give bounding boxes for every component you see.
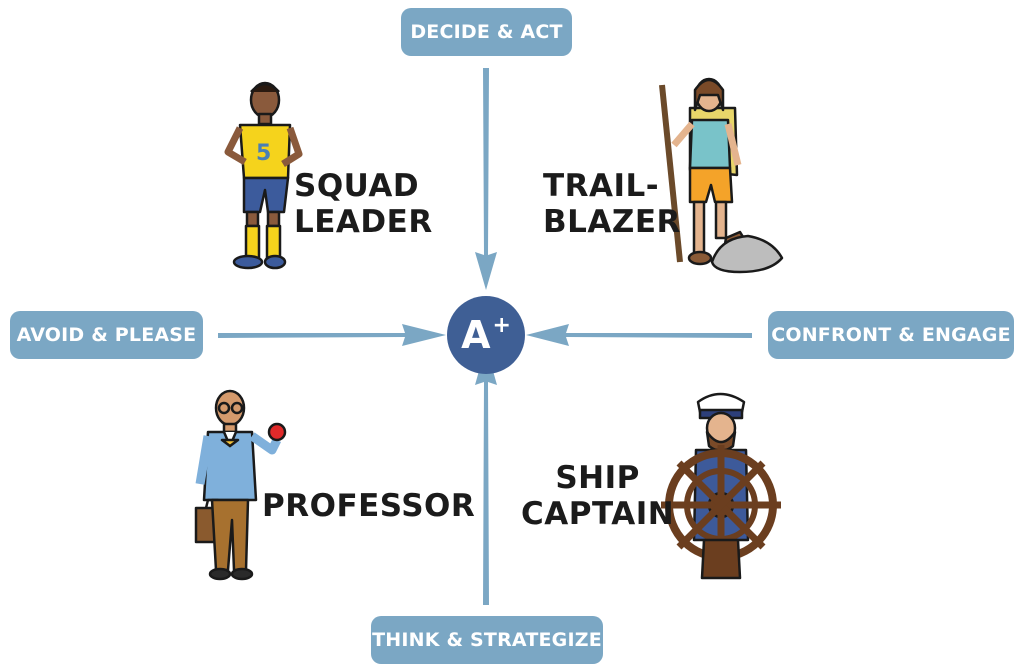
trailblazer-line1: TRAIL-: [543, 168, 660, 204]
quadrant-label-ship-captain: SHIP CAPTAIN: [521, 460, 674, 532]
axis-label-think-strategize: THINK & STRATEGIZE: [371, 616, 603, 664]
quadrant-label-squad-leader: SQUAD LEADER: [294, 168, 433, 240]
ship-captain-line1: SHIP: [555, 460, 640, 496]
center-letter: A: [461, 313, 491, 357]
squad-leader-line2: LEADER: [294, 204, 433, 240]
axis-label-confront-engage: CONFRONT & ENGAGE: [768, 311, 1014, 359]
arrow-left: [526, 324, 752, 346]
arrow-up: [475, 346, 497, 605]
center-superscript: +: [492, 312, 511, 338]
professor-icon: [194, 389, 287, 581]
arrow-down: [475, 68, 497, 290]
svg-text:5: 5: [256, 141, 271, 166]
trailblazer-line2: BLAZER: [543, 204, 681, 240]
professor-line1: PROFESSOR: [262, 488, 476, 524]
center-grade: A+: [447, 296, 525, 374]
quadrant-label-professor: PROFESSOR: [262, 488, 475, 524]
axis-label-avoid-please: AVOID & PLEASE: [10, 311, 203, 359]
hiker-icon: [659, 77, 784, 274]
axis-label-decide-act: DECIDE & ACT: [401, 8, 572, 56]
soccer-player-icon: 5: [224, 81, 303, 270]
center-circle: [447, 296, 525, 374]
ship-captain-line2: CAPTAIN: [521, 496, 675, 532]
squad-leader-line1: SQUAD: [294, 168, 420, 204]
arrow-right: [218, 324, 446, 346]
quadrant-label-trailblazer: TRAIL- BLAZER: [543, 168, 681, 240]
ship-captain-icon: [661, 392, 781, 580]
